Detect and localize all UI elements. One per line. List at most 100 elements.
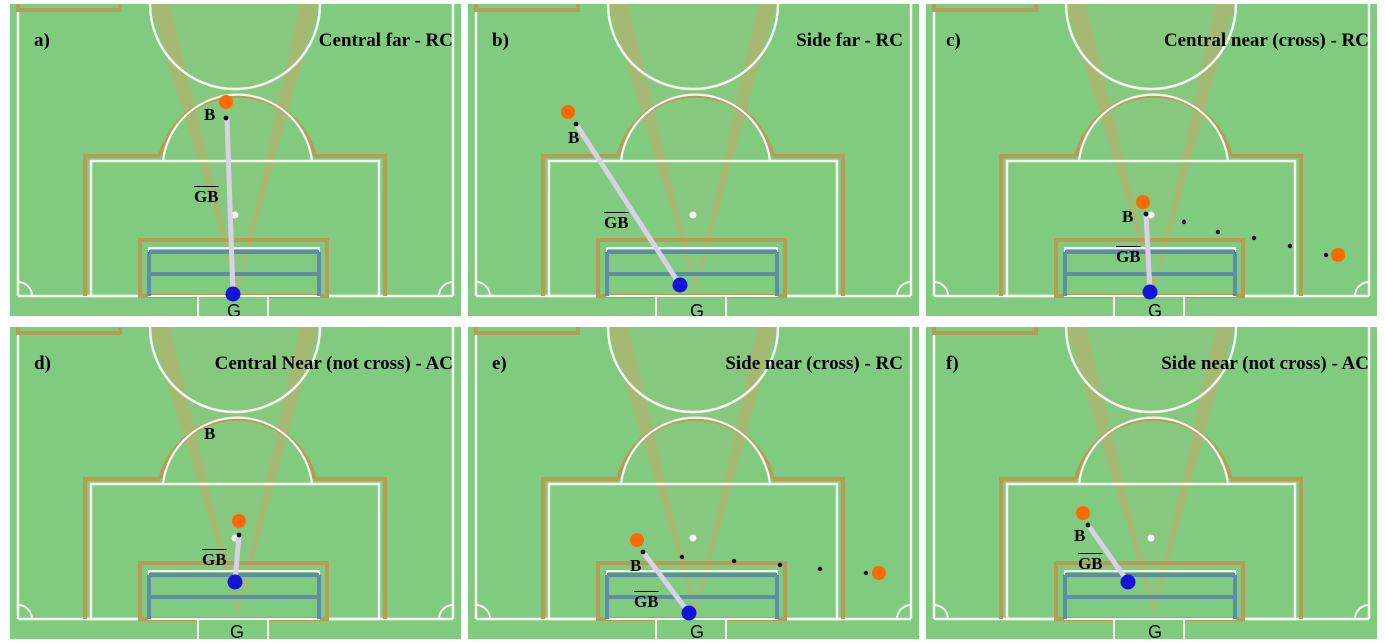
center-circle [1064, 4, 1238, 91]
goalkeeper [227, 574, 243, 590]
ball-marker [1143, 211, 1149, 217]
goal-mouth [655, 295, 727, 316]
label-ball: B [630, 556, 642, 575]
trajectory-dot [1323, 252, 1329, 258]
penalty-arc [1077, 416, 1230, 485]
segment-gb [1085, 523, 1131, 584]
box-outline-left [541, 154, 618, 296]
goal-mouth [1113, 618, 1185, 639]
label-goal: G [690, 622, 705, 639]
upper-outline [474, 4, 580, 12]
panel-e: e) Side near (cross) - RC B GB G [468, 327, 919, 639]
label-segment: GB [194, 187, 219, 206]
label-ball: B [568, 128, 580, 147]
cone-interior [170, 327, 300, 607]
trajectory-dot [1251, 235, 1257, 241]
upper-outline [932, 4, 1038, 12]
center-circle [606, 4, 780, 91]
goalkeeper [1120, 574, 1136, 590]
panel-title: Side near (not cross) - AC [1161, 353, 1369, 374]
ball [232, 514, 246, 528]
ball-marker [236, 532, 242, 538]
label-segment: GB [604, 213, 629, 232]
panel-title: Side near (cross) - RC [725, 353, 903, 374]
box-outline-left [83, 477, 160, 619]
label-ball: B [1074, 526, 1086, 545]
cone-interior [1086, 4, 1216, 284]
label-segment: GB [1078, 554, 1103, 573]
arc-outline [616, 93, 775, 157]
corner-arcs [17, 604, 454, 620]
ball-marker [1085, 522, 1091, 528]
penalty-arc [619, 93, 772, 162]
center-circle [1064, 327, 1238, 414]
center-circle [606, 327, 780, 414]
panel-c: c) Central near (cross) - RC B GB G [926, 4, 1377, 316]
trajectory-dot [863, 570, 869, 576]
trajectory-dot [1215, 229, 1221, 235]
goal-mouth [197, 618, 269, 639]
trajectory-dot [1287, 243, 1293, 249]
label-goal: G [690, 301, 705, 316]
upper-outline [932, 327, 1038, 335]
panel-tag: c) [946, 30, 961, 51]
corner-arcs [475, 604, 912, 620]
panel-tag: b) [492, 30, 509, 51]
pitch-diagram [10, 4, 461, 316]
trajectory-dot [1181, 219, 1187, 225]
goalkeeper [681, 605, 697, 621]
panel-f: f) Side near (not cross) - AC B GB G [926, 327, 1377, 639]
goal-frame [1063, 573, 1237, 619]
panel-title: Central far - RC [318, 30, 453, 51]
panel-tag: e) [492, 353, 507, 374]
pitch-diagram [468, 327, 919, 639]
goalkeeper [672, 277, 688, 293]
label-ball: B [204, 424, 216, 443]
upper-outline [16, 327, 122, 335]
segment-gb [232, 534, 242, 583]
goalkeeper [225, 286, 241, 302]
label-ball: B [204, 105, 216, 124]
box-outline-left [999, 477, 1076, 619]
goal-frame [605, 250, 779, 296]
goal-frame [605, 573, 779, 619]
ball [561, 105, 575, 119]
label-segment: GB [1116, 247, 1141, 266]
ball-marker [573, 121, 579, 127]
trajectory-dot [817, 566, 823, 572]
penalty-arc [161, 93, 314, 162]
ball [219, 95, 233, 109]
trajectory-dot [731, 558, 737, 564]
box-outline-left [999, 154, 1076, 296]
box-outline-right [315, 154, 387, 296]
corner-arcs [933, 604, 1370, 620]
arc-outline [158, 416, 317, 480]
goalkeeper [1142, 284, 1158, 300]
label-goal: G [1148, 301, 1163, 316]
box-outline-right [1231, 477, 1303, 619]
box-outline-right [1231, 154, 1303, 296]
penalty-spot [231, 211, 239, 219]
arc-outline [158, 93, 317, 157]
panel-b: b) Side far - RC B GB G [468, 4, 919, 316]
segment-gb [224, 117, 236, 295]
segment-gb [641, 550, 691, 615]
penalty-arc [619, 416, 772, 485]
pitch-diagram [926, 327, 1377, 639]
pitch-diagram [468, 4, 919, 316]
box-outline-right [773, 154, 845, 296]
cone-interior [1086, 327, 1216, 607]
box-outline-right [315, 477, 387, 619]
cone-interior [628, 4, 758, 284]
ball-start [872, 566, 886, 580]
corner-arcs [933, 281, 1370, 297]
panel-d: d) Central Near (not cross) - AC B GB G [10, 327, 461, 639]
corner-arcs [475, 281, 912, 297]
panel-title: Central near (cross) - RC [1163, 30, 1369, 51]
ball [1076, 506, 1090, 520]
label-goal: G [230, 622, 245, 639]
ball [630, 533, 644, 547]
ball-start [1331, 248, 1345, 262]
box-outline-left [83, 154, 160, 296]
